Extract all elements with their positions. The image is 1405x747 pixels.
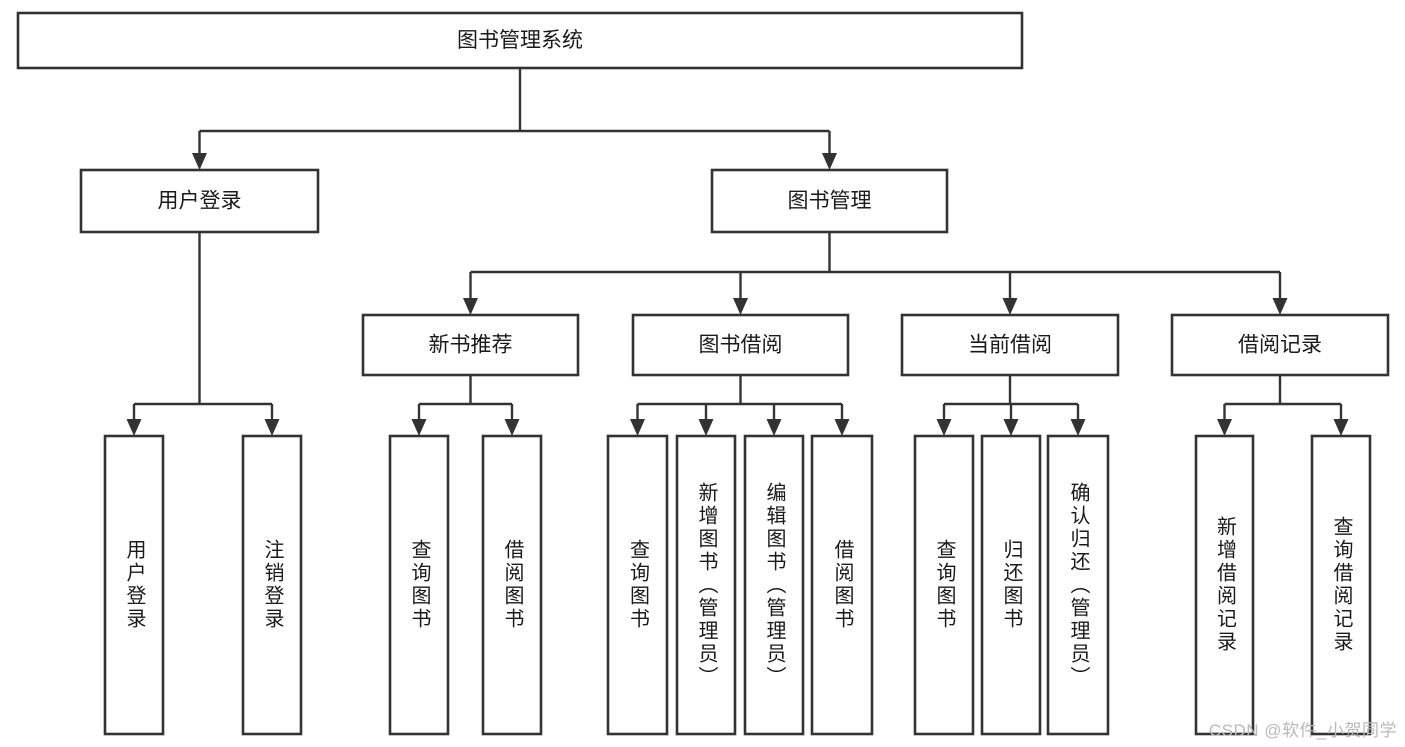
node-label-current-borrow: 当前借阅 — [968, 334, 1052, 357]
node-box-leaf-query-book-2[interactable] — [606, 434, 669, 736]
connector-lines — [126, 68, 1349, 436]
arrow-head-icon — [411, 419, 427, 436]
arrow-head-icon — [1003, 419, 1019, 436]
arrow-head-icon — [504, 419, 520, 436]
node-label-user-login: 用户登录 — [158, 190, 242, 213]
node-box-book-borrow[interactable] — [631, 313, 850, 377]
node-box-new-book-recommend[interactable] — [361, 313, 580, 377]
node-label-book-borrow: 图书借阅 — [699, 334, 783, 357]
node-box-leaf-query-book-1[interactable] — [388, 434, 450, 736]
arrow-head-icon — [630, 419, 645, 436]
arrow-head-icon — [698, 419, 714, 436]
arrow-head-icon — [192, 153, 207, 170]
arrow-head-icon — [733, 298, 748, 315]
arrow-head-icon — [1333, 419, 1349, 436]
node-box-leaf-return-book[interactable] — [980, 434, 1042, 736]
arrow-head-icon — [936, 419, 952, 436]
node-box-user-login[interactable] — [79, 168, 320, 234]
node-label-root: 图书管理系统 — [457, 29, 583, 52]
node-box-leaf-edit-book[interactable] — [743, 434, 805, 736]
node-label-new-book-recommend: 新书推荐 — [429, 334, 513, 357]
node-box-root[interactable] — [16, 11, 1024, 70]
node-box-leaf-borrow-book-2[interactable] — [810, 434, 874, 736]
arrow-head-icon — [822, 153, 837, 170]
arrow-head-icon — [126, 419, 142, 436]
node-box-leaf-query-record[interactable] — [1310, 434, 1372, 736]
node-label-borrow-record: 借阅记录 — [1238, 334, 1322, 357]
arrow-head-icon — [766, 419, 782, 436]
node-box-book-manage[interactable] — [710, 168, 949, 234]
arrow-head-icon — [1002, 298, 1018, 315]
node-label-book-manage: 图书管理 — [788, 190, 872, 213]
node-box-leaf-user-login[interactable] — [103, 434, 165, 736]
arrow-head-icon — [1070, 419, 1086, 436]
watermark-text: CSDN @软件_小贺同学 — [1208, 721, 1397, 740]
arrow-head-icon — [463, 298, 478, 315]
node-box-leaf-add-record[interactable] — [1194, 434, 1255, 736]
node-box-leaf-logout-login[interactable] — [241, 434, 303, 736]
node-box-leaf-borrow-book-1[interactable] — [481, 434, 543, 736]
node-box-leaf-confirm-return[interactable] — [1046, 434, 1110, 736]
node-box-leaf-add-book[interactable] — [675, 434, 737, 736]
arrow-head-icon — [264, 419, 280, 436]
arrow-head-icon — [834, 419, 850, 436]
node-box-current-borrow[interactable] — [900, 313, 1120, 377]
node-box-leaf-query-book-3[interactable] — [913, 434, 975, 736]
arrow-head-icon — [1217, 419, 1232, 436]
node-box-borrow-record[interactable] — [1170, 313, 1390, 377]
arrow-head-icon — [1272, 298, 1288, 315]
